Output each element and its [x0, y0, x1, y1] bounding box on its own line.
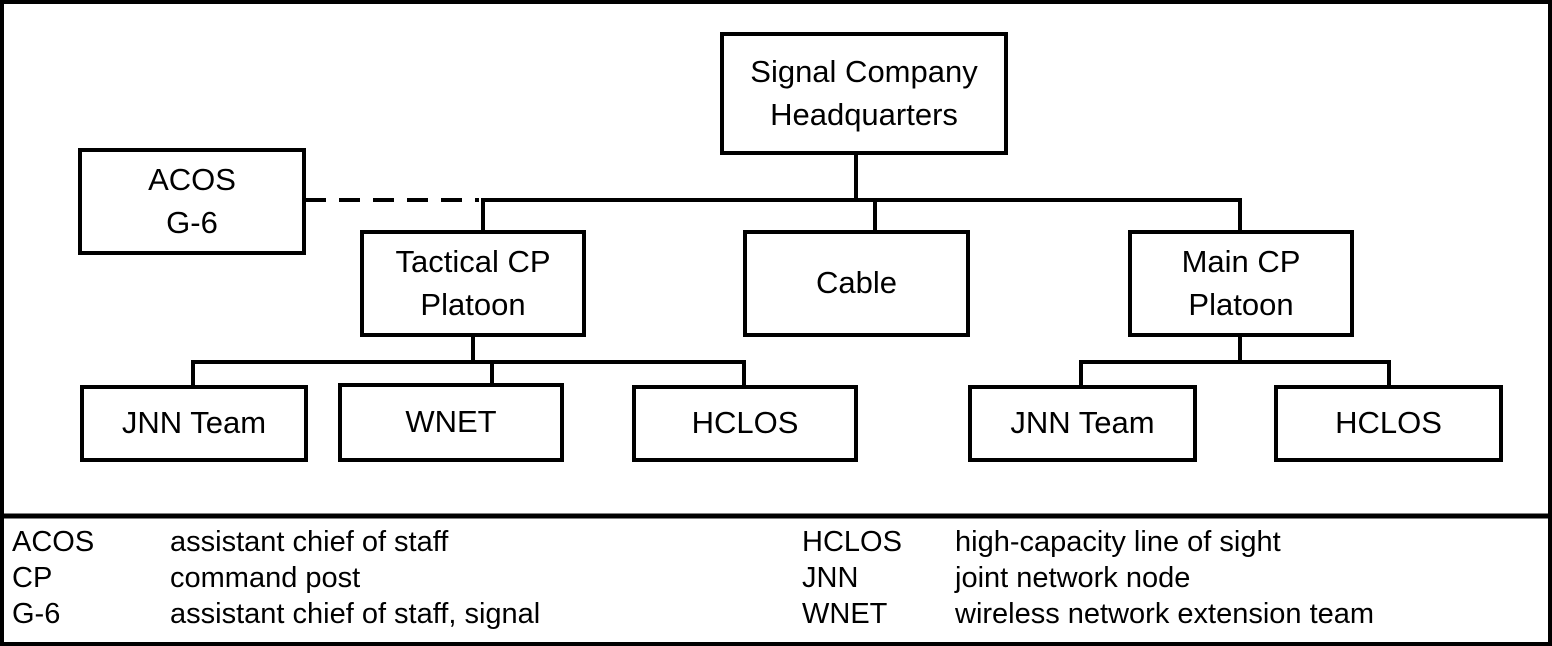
org-node-main-cp-platoon: Main CP Platoon	[1128, 230, 1354, 337]
legend-term: WNET	[802, 598, 888, 630]
legend-row: G-6 assistant chief of staff, signal	[12, 596, 756, 632]
org-node-signal-company-headquarters: Signal Company Headquarters	[720, 32, 1008, 155]
org-node-acos-g6: ACOS G-6	[78, 148, 306, 255]
org-node-label: Signal Company Headquarters	[750, 53, 978, 132]
org-node-label: WNET	[405, 404, 497, 440]
org-node-label: JNN Team	[121, 405, 267, 441]
tactical-children-connectors	[191, 337, 746, 385]
legend-term: JNN	[802, 562, 859, 594]
legend-row: WNET wireless network extension team	[802, 596, 1546, 632]
legend-definition: joint network node	[955, 562, 1191, 594]
org-node-label: JNN Team	[1010, 405, 1155, 441]
legend-definition: assistant chief of staff, signal	[170, 598, 541, 630]
org-node-wnet: WNET	[338, 383, 564, 462]
org-node-cable: Cable	[743, 230, 970, 337]
legend-term: HCLOS	[802, 526, 902, 558]
legend-definition: wireless network extension team	[955, 598, 1375, 630]
hq-children-connectors	[481, 155, 1242, 230]
legend-definition: command post	[170, 562, 361, 594]
org-node-hclos-right: HCLOS	[1274, 385, 1503, 462]
org-node-jnn-team-left: JNN Team	[80, 385, 308, 462]
org-node-jnn-team-right: JNN Team	[968, 385, 1197, 462]
legend-term: G-6	[12, 598, 61, 630]
main-children-connectors	[1079, 337, 1391, 385]
legend-row: ACOS assistant chief of staff	[12, 524, 756, 560]
org-node-label: HCLOS	[691, 405, 799, 441]
legend-term: ACOS	[12, 526, 95, 558]
org-node-tactical-cp-platoon: Tactical CP Platoon	[360, 230, 586, 337]
legend-row: CP command post	[12, 560, 756, 596]
legend-row: HCLOS high-capacity line of sight	[802, 524, 1546, 560]
org-node-hclos-left: HCLOS	[632, 385, 858, 462]
legend-column-right: HCLOS high-capacity line of sight JNN jo…	[802, 524, 1546, 632]
org-node-label: ACOS G-6	[148, 161, 236, 240]
org-node-label: HCLOS	[1335, 405, 1442, 441]
legend-definition: assistant chief of staff	[170, 526, 449, 558]
org-node-label: Main CP Platoon	[1181, 243, 1301, 322]
legend-column-left: ACOS assistant chief of staff CP command…	[12, 524, 756, 632]
org-node-label: Tactical CP Platoon	[395, 243, 551, 322]
legend-definition: high-capacity line of sight	[955, 526, 1281, 558]
legend-term: CP	[12, 562, 53, 594]
legend-row: JNN joint network node	[802, 560, 1546, 596]
org-node-label: Cable	[816, 265, 897, 301]
